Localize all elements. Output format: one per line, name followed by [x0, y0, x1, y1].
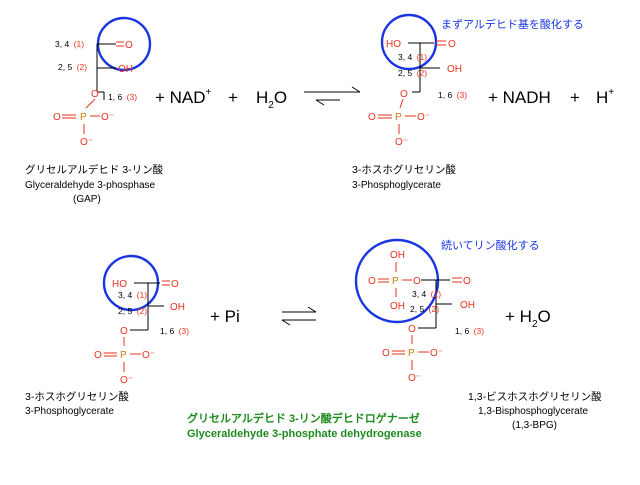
svg-text:O⁻: O⁻ [142, 350, 155, 361]
pg-bottom-c2-number: 2, 5 (2) [118, 301, 147, 318]
svg-text:O: O [413, 276, 421, 287]
bpg-acylphosphate-circle [354, 238, 440, 324]
svg-text:P: P [120, 350, 127, 361]
svg-text:O: O [368, 112, 376, 123]
pg-top-c3-number: 1, 6 (3) [438, 85, 467, 102]
gap-ester-oxygen: O [91, 89, 99, 100]
nadh-product: + NADH [488, 88, 551, 107]
svg-text:O: O [382, 348, 390, 359]
pg-top-c1-number: 3, 4 (1) [398, 47, 427, 64]
svg-text:OH: OH [390, 301, 405, 312]
svg-text:P: P [408, 348, 415, 359]
pg-top-carboxyl-circle [380, 13, 438, 71]
pg-top-molecule: HO O 3, 4 (1) OH 2, 5 (2) 1, 6 (3) O P O… [368, 13, 467, 148]
svg-text:O: O [463, 276, 471, 287]
svg-text:O⁻: O⁻ [430, 348, 443, 359]
svg-text:O: O [120, 326, 128, 337]
gap-label-jp: グリセルアルデヒド 3-リン酸 [25, 163, 164, 176]
gap-aldehyde-oxygen: O [125, 40, 133, 51]
enzyme-name-en: Glyceraldehyde 3-phosphate dehydrogenase [187, 428, 422, 440]
water-product-2: + H2O [505, 307, 551, 330]
svg-text:O⁻: O⁻ [417, 112, 430, 123]
equilibrium-arrows-1 [304, 86, 361, 106]
gap-c3-number: 1, 6 (3) [108, 87, 137, 104]
svg-text:O: O [171, 279, 179, 290]
pi-reagent: + Pi [210, 307, 240, 326]
gap-c2-number: 2, 5 (2) [58, 57, 87, 74]
bpg-c1-number: 3, 4 (1) [412, 284, 441, 301]
proton-product: H+ [596, 87, 614, 107]
svg-text:O⁻: O⁻ [80, 137, 93, 148]
plus-sign-1: + [228, 88, 238, 107]
enzyme-name-jp: グリセルアルデヒド 3-リン酸デヒドロゲナーゼ [187, 411, 420, 425]
bpg-label-en: 1,3-Bisphosphoglycerate [478, 406, 589, 417]
equilibrium-arrows-2 [281, 306, 317, 326]
svg-text:O⁻: O⁻ [101, 112, 114, 123]
gap-molecule: O 3, 4 (1) OH 2, 5 (2) 1, 6 (3) O P O O⁻… [53, 16, 152, 148]
svg-text:O: O [400, 89, 408, 100]
gap-phosphorus: P [80, 112, 87, 123]
svg-text:OH: OH [390, 250, 405, 261]
bpg-label-abbr: (1,3-BPG) [512, 420, 557, 431]
pg-bottom-label-jp: 3-ホスホグリセリン酸 [25, 390, 129, 403]
pg-top-label-jp: 3-ホスホグリセリン酸 [352, 163, 456, 176]
svg-text:HO: HO [112, 279, 127, 290]
svg-text:HO: HO [386, 39, 401, 50]
pg-bottom-label-en: 3-Phosphoglycerate [25, 406, 114, 417]
bpg-c2-number: 2, 5 (2) [410, 299, 439, 316]
svg-text:O: O [408, 324, 416, 335]
svg-text:OH: OH [447, 64, 462, 75]
pg-bottom-c3-number: 1, 6 (3) [160, 321, 189, 338]
svg-text:O: O [94, 350, 102, 361]
plus-sign-2: + [570, 88, 580, 107]
svg-text:P: P [392, 276, 399, 287]
svg-text:O⁻: O⁻ [120, 375, 133, 386]
svg-text:OH: OH [460, 300, 475, 311]
bpg-c3-number: 1, 6 (3) [455, 321, 484, 338]
bpg-molecule: OH P O O OH O 3, 4 (1) OH 2, 5 (2) 1, 6 … [354, 238, 484, 384]
svg-text:OH: OH [170, 302, 185, 313]
gap-label-abbr: (GAP) [73, 194, 101, 205]
nad-plus-reagent: + NAD+ [155, 87, 212, 107]
note-phosphorylate: 続いてリン酸化する [441, 238, 540, 252]
note-oxidize-aldehyde: まずアルデヒド基を酸化する [441, 17, 584, 31]
svg-text:O: O [368, 276, 376, 287]
svg-text:O⁻: O⁻ [395, 137, 408, 148]
svg-text:O⁻: O⁻ [408, 373, 421, 384]
pg-top-label-en: 3-Phosphoglycerate [352, 180, 441, 191]
svg-text:P: P [395, 112, 402, 123]
gap-label-en: Glyceraldehyde 3-phosphase [25, 180, 156, 191]
svg-text:O: O [53, 112, 61, 123]
gap-c1-number: 3, 4 (1) [55, 34, 84, 51]
gap-c2-hydroxyl: OH [118, 64, 133, 75]
svg-text:O: O [448, 39, 456, 50]
bpg-label-jp: 1,3-ビスホスホグリセリン酸 [468, 390, 602, 403]
water-reagent-1: H2O [256, 88, 287, 111]
pg-top-c2-number: 2, 5 (2) [398, 63, 427, 80]
pg-bottom-molecule: HO O 3, 4 (1) OH 2, 5 (2) 1, 6 (3) O P O… [94, 254, 189, 386]
pg-bottom-c1-number: 3, 4 (1) [118, 285, 147, 302]
